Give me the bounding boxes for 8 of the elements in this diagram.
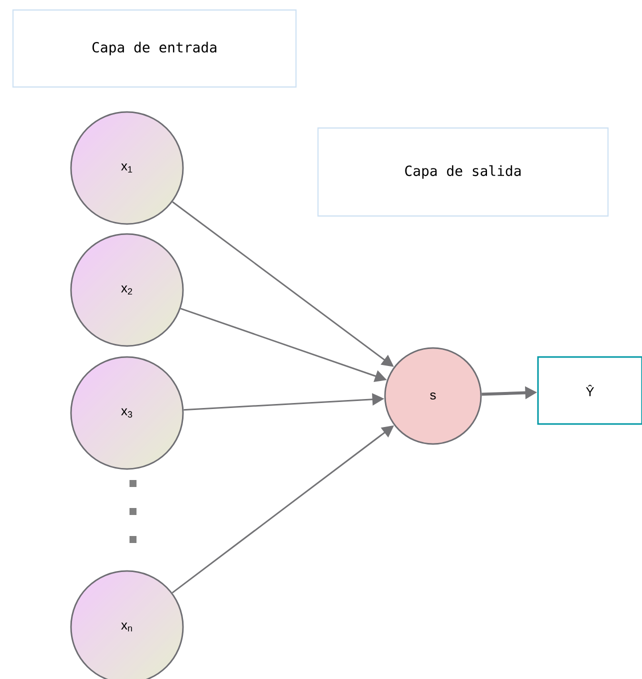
input-neuron: x$_{n}$ bbox=[70, 570, 184, 679]
input-neuron: x$_{3}$ bbox=[70, 356, 184, 470]
input-neuron: x$_{1}$ bbox=[70, 111, 184, 225]
layer-label-box: Capa de entrada bbox=[12, 9, 297, 88]
output-box: Ŷ bbox=[537, 356, 642, 425]
sum-neuron: s bbox=[384, 347, 482, 445]
layer-label-box: Capa de salida bbox=[317, 127, 609, 217]
input-neuron: x$_{2}$ bbox=[70, 233, 184, 347]
